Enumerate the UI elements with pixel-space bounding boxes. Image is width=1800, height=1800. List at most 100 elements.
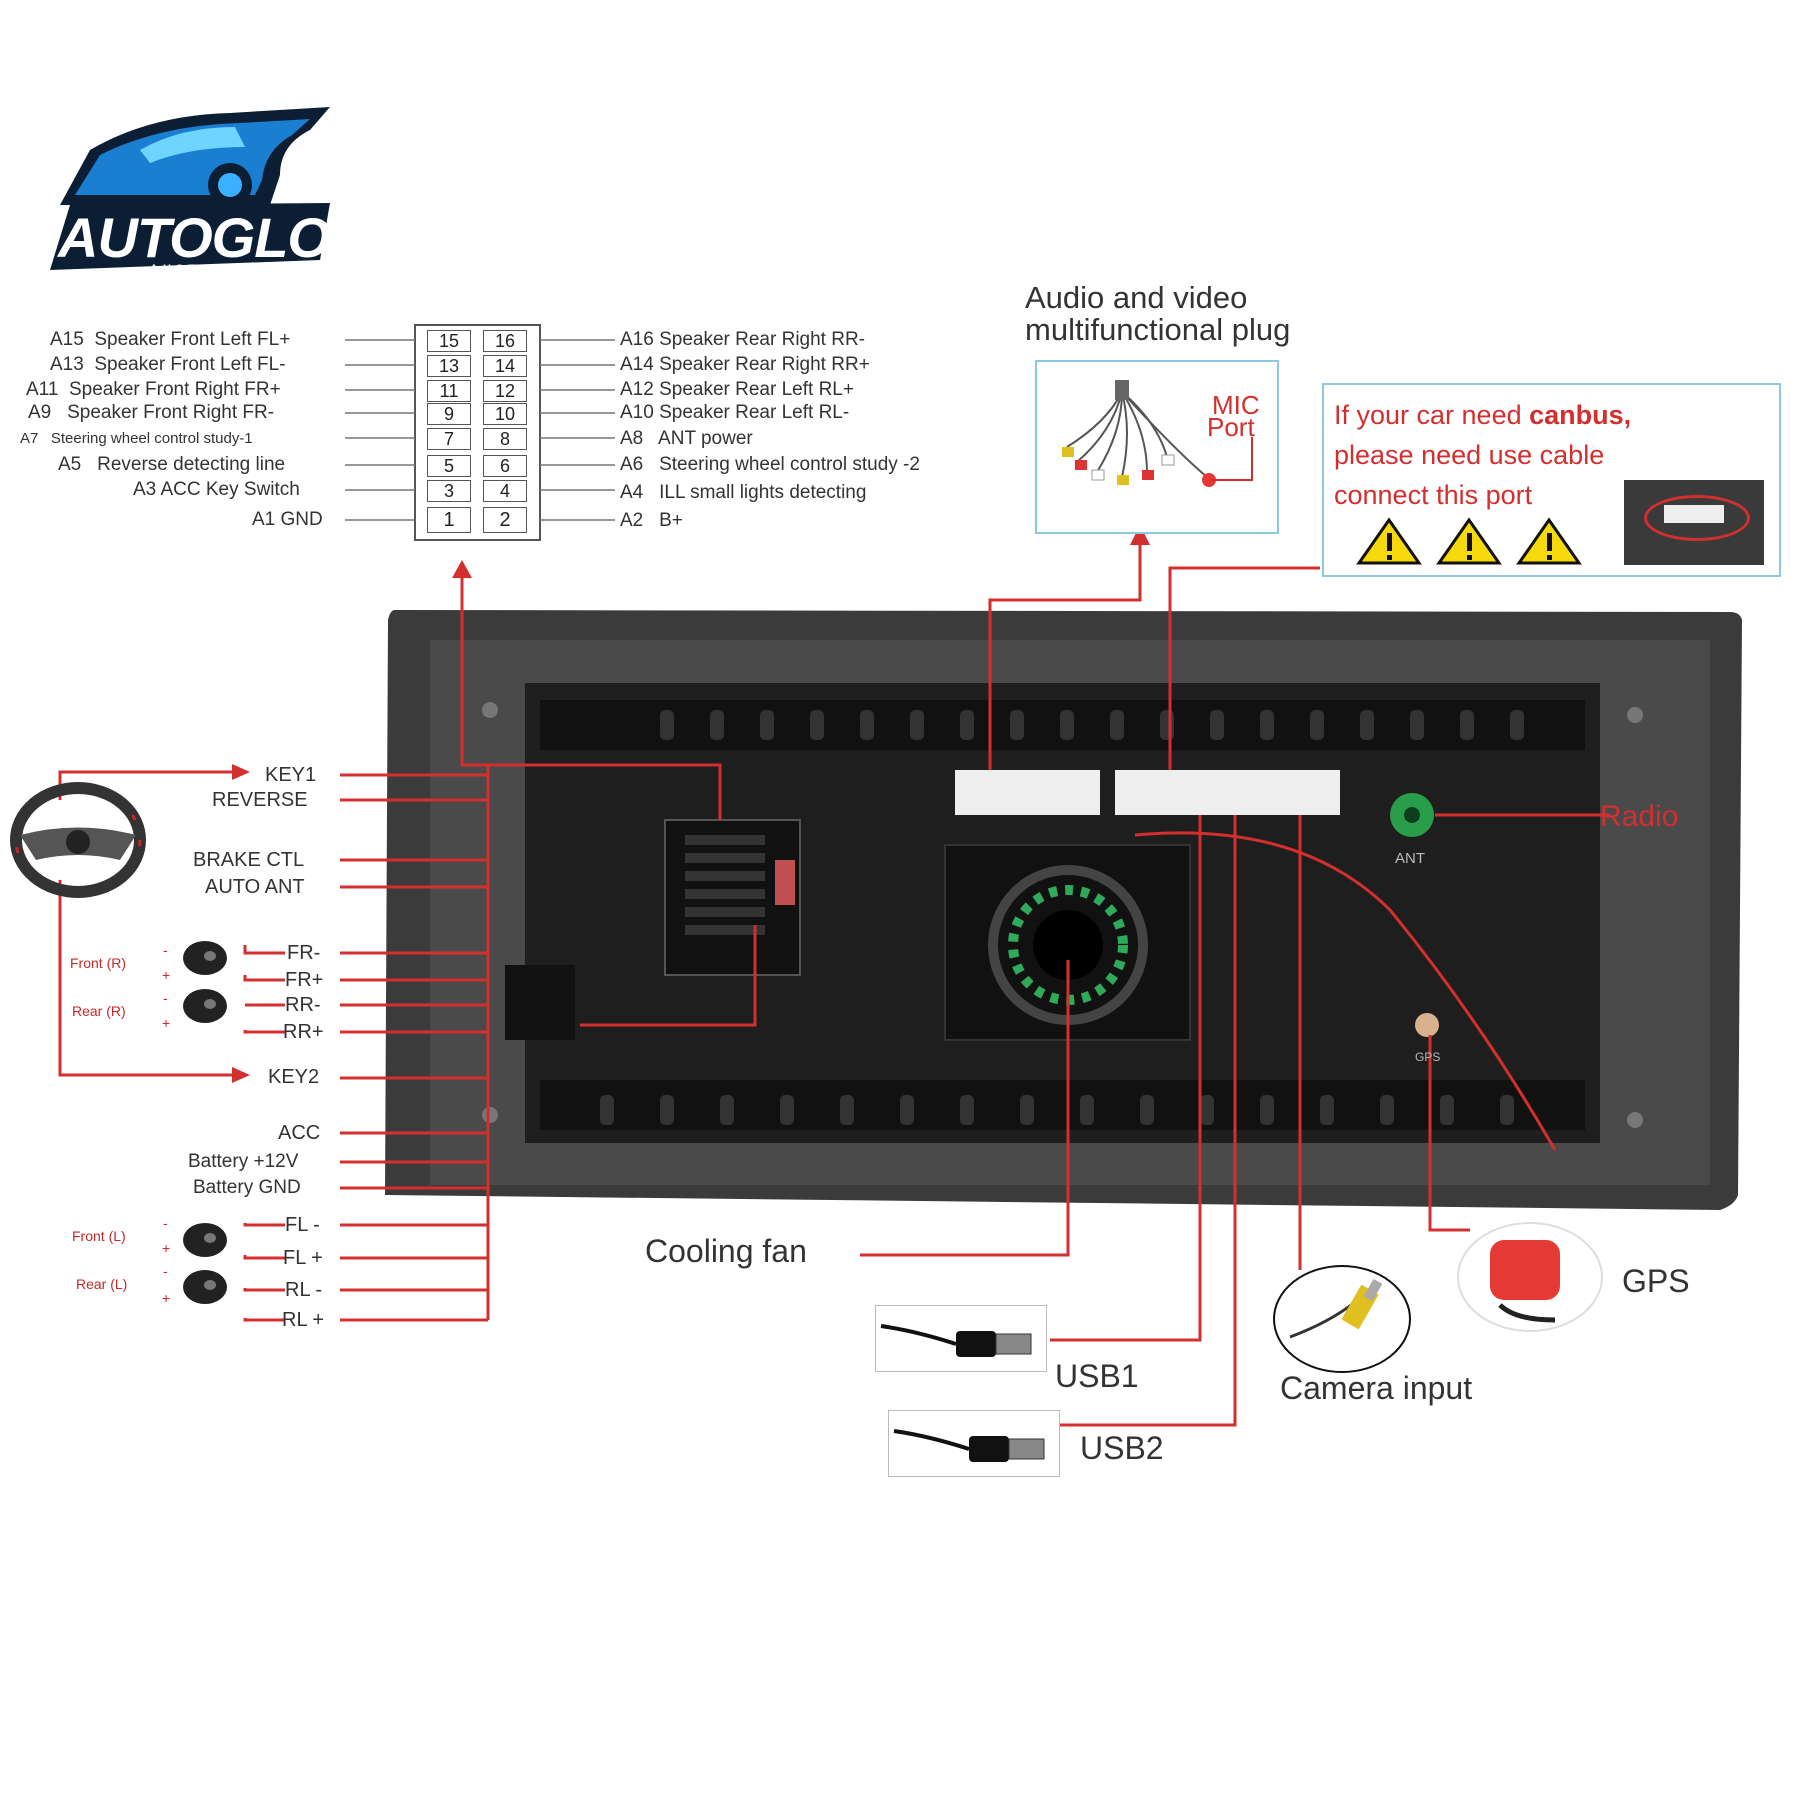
pin-number: 8 bbox=[483, 428, 527, 450]
av-plug-image: MIC Port bbox=[1035, 360, 1279, 534]
speaker-icons bbox=[183, 941, 227, 1304]
usb-cable-icon bbox=[880, 1324, 1032, 1357]
speaker-plus: + bbox=[162, 967, 171, 983]
pin-number: 13 bbox=[427, 355, 471, 377]
warning-icons bbox=[1356, 517, 1582, 565]
connector-block: 15 16 13 14 11 12 9 10 7 8 5 6 3 4 1 2 bbox=[415, 325, 540, 540]
av-plug-title-line2: multifunctional plug bbox=[1025, 312, 1291, 347]
pin-label-a4: A4 ILL small lights detecting bbox=[620, 482, 867, 503]
gps-label: GPS bbox=[1622, 1263, 1690, 1299]
speaker-plus: + bbox=[162, 1240, 171, 1256]
pin-label-a7: A7 Steering wheel control study-1 bbox=[20, 430, 253, 447]
pin-number: 10 bbox=[483, 403, 527, 425]
label-reverse: REVERSE bbox=[212, 789, 308, 811]
label-key2: KEY2 bbox=[268, 1066, 320, 1088]
mic-port-line1: MIC bbox=[1212, 390, 1260, 420]
usb2-label: USB2 bbox=[1080, 1430, 1164, 1466]
car-silhouette-icon bbox=[50, 107, 330, 270]
speaker-icon bbox=[183, 1270, 227, 1304]
radio-label: Radio bbox=[1600, 800, 1679, 833]
rca-camera-icon bbox=[1273, 1265, 1411, 1373]
speaker-icon bbox=[183, 1223, 227, 1257]
usb-cable-icon bbox=[893, 1429, 1045, 1462]
canbus-note-line2: please need use cable bbox=[1334, 440, 1605, 470]
cooling-fan-label: Cooling fan bbox=[645, 1233, 807, 1269]
canbus-note-box: If your car need canbus, please need use… bbox=[1322, 383, 1781, 577]
pin-label-a11: A11 Speaker Front Right FR+ bbox=[26, 379, 281, 400]
canbus-port-photo bbox=[1624, 480, 1764, 565]
speaker-minus: - bbox=[163, 990, 168, 1006]
pin-label-a13: A13 Speaker Front Left FL- bbox=[50, 354, 286, 375]
usb2-image bbox=[888, 1410, 1060, 1477]
speaker-label-rear-l: Rear (L) bbox=[76, 1276, 128, 1292]
av-cable-icon bbox=[1062, 380, 1253, 487]
gps-antenna-icon bbox=[1457, 1222, 1603, 1332]
label-rr-minus: RR- bbox=[285, 994, 321, 1016]
label-fr-plus: FR+ bbox=[285, 969, 324, 991]
pin-label-a16: A16 Speaker Rear Right RR- bbox=[620, 329, 866, 350]
pin-label-a12: A12 Speaker Rear Left RL+ bbox=[620, 379, 854, 400]
pin-number: 7 bbox=[427, 428, 471, 450]
pin-label-a2: A2 B+ bbox=[620, 510, 683, 531]
warning-icon bbox=[1436, 517, 1502, 565]
label-battery-gnd: Battery GND bbox=[193, 1177, 301, 1198]
pin-number: 14 bbox=[483, 355, 527, 377]
label-rr-plus: RR+ bbox=[283, 1021, 324, 1043]
av-plug-title-line1: Audio and video bbox=[1025, 280, 1248, 315]
label-rl-plus: RL + bbox=[282, 1309, 325, 1331]
speaker-minus: - bbox=[163, 1263, 168, 1279]
warning-icon bbox=[1356, 517, 1422, 565]
pin-label-a14: A14 Speaker Rear Right RR+ bbox=[620, 354, 870, 375]
pin-label-a8: A8 ANT power bbox=[620, 428, 753, 449]
pin-number: 12 bbox=[483, 380, 527, 402]
speaker-label-front-r: Front (R) bbox=[70, 955, 126, 971]
usb1-image bbox=[875, 1305, 1047, 1372]
pin-number: 5 bbox=[427, 455, 471, 477]
logo-sub: AUSTRALIA bbox=[150, 263, 259, 275]
speaker-minus: - bbox=[163, 1215, 168, 1231]
label-battery-12v: Battery +12V bbox=[188, 1151, 299, 1172]
pin-number: 9 bbox=[427, 403, 471, 425]
gps-image bbox=[1455, 1220, 1605, 1335]
usb1-label: USB1 bbox=[1055, 1358, 1139, 1394]
pin-label-a10: A10 Speaker Rear Left RL- bbox=[620, 402, 850, 423]
pin-number: 11 bbox=[427, 380, 471, 402]
camera-image bbox=[1270, 1262, 1415, 1377]
speaker-label-front-l: Front (L) bbox=[72, 1228, 126, 1244]
pin-label-a9: A9 Speaker Front Right FR- bbox=[28, 402, 275, 423]
canbus-note-line3: connect this port bbox=[1334, 480, 1533, 510]
camera-input-label: Camera input bbox=[1280, 1370, 1473, 1406]
label-fl-minus: FL - bbox=[285, 1214, 320, 1236]
pin-label-a5: A5 Reverse detecting line bbox=[58, 454, 286, 475]
ant-label: ANT bbox=[1395, 850, 1425, 867]
pin-number: 6 bbox=[483, 455, 527, 477]
speaker-icon bbox=[183, 989, 227, 1023]
speaker-label-rear-r: Rear (R) bbox=[72, 1003, 126, 1019]
warning-icon bbox=[1516, 517, 1582, 565]
label-key1: KEY1 bbox=[265, 764, 317, 786]
autoglo-logo: AUTOGLO AUSTRALIA bbox=[30, 55, 331, 285]
pin-number: 4 bbox=[483, 480, 527, 502]
pin-number: 16 bbox=[483, 330, 527, 352]
label-auto-ant: AUTO ANT bbox=[205, 876, 305, 898]
label-rl-minus: RL - bbox=[285, 1279, 323, 1301]
steering-wheel-icon bbox=[10, 782, 146, 898]
speaker-minus: - bbox=[163, 942, 168, 958]
pin-label-a15: A15 Speaker Front Left FL+ bbox=[50, 329, 291, 350]
pin-number: 1 bbox=[427, 507, 471, 533]
pin-number: 15 bbox=[427, 330, 471, 352]
label-acc: ACC bbox=[278, 1122, 321, 1144]
mic-port-line2: Port bbox=[1207, 412, 1255, 442]
pin-label-a1: A1 GND bbox=[252, 509, 323, 530]
gps-small-label: GPS bbox=[1415, 1050, 1441, 1064]
speaker-plus: + bbox=[162, 1290, 171, 1306]
speaker-icon bbox=[183, 941, 227, 975]
pin-number: 2 bbox=[483, 507, 527, 533]
label-fl-plus: FL + bbox=[283, 1247, 323, 1269]
speaker-plus: + bbox=[162, 1015, 171, 1031]
canbus-note-line1: If your car need canbus, bbox=[1334, 400, 1632, 430]
pin-label-a6: A6 Steering wheel control study -2 bbox=[620, 454, 920, 475]
steering-wheel bbox=[8, 780, 148, 905]
pin-number: 3 bbox=[427, 480, 471, 502]
